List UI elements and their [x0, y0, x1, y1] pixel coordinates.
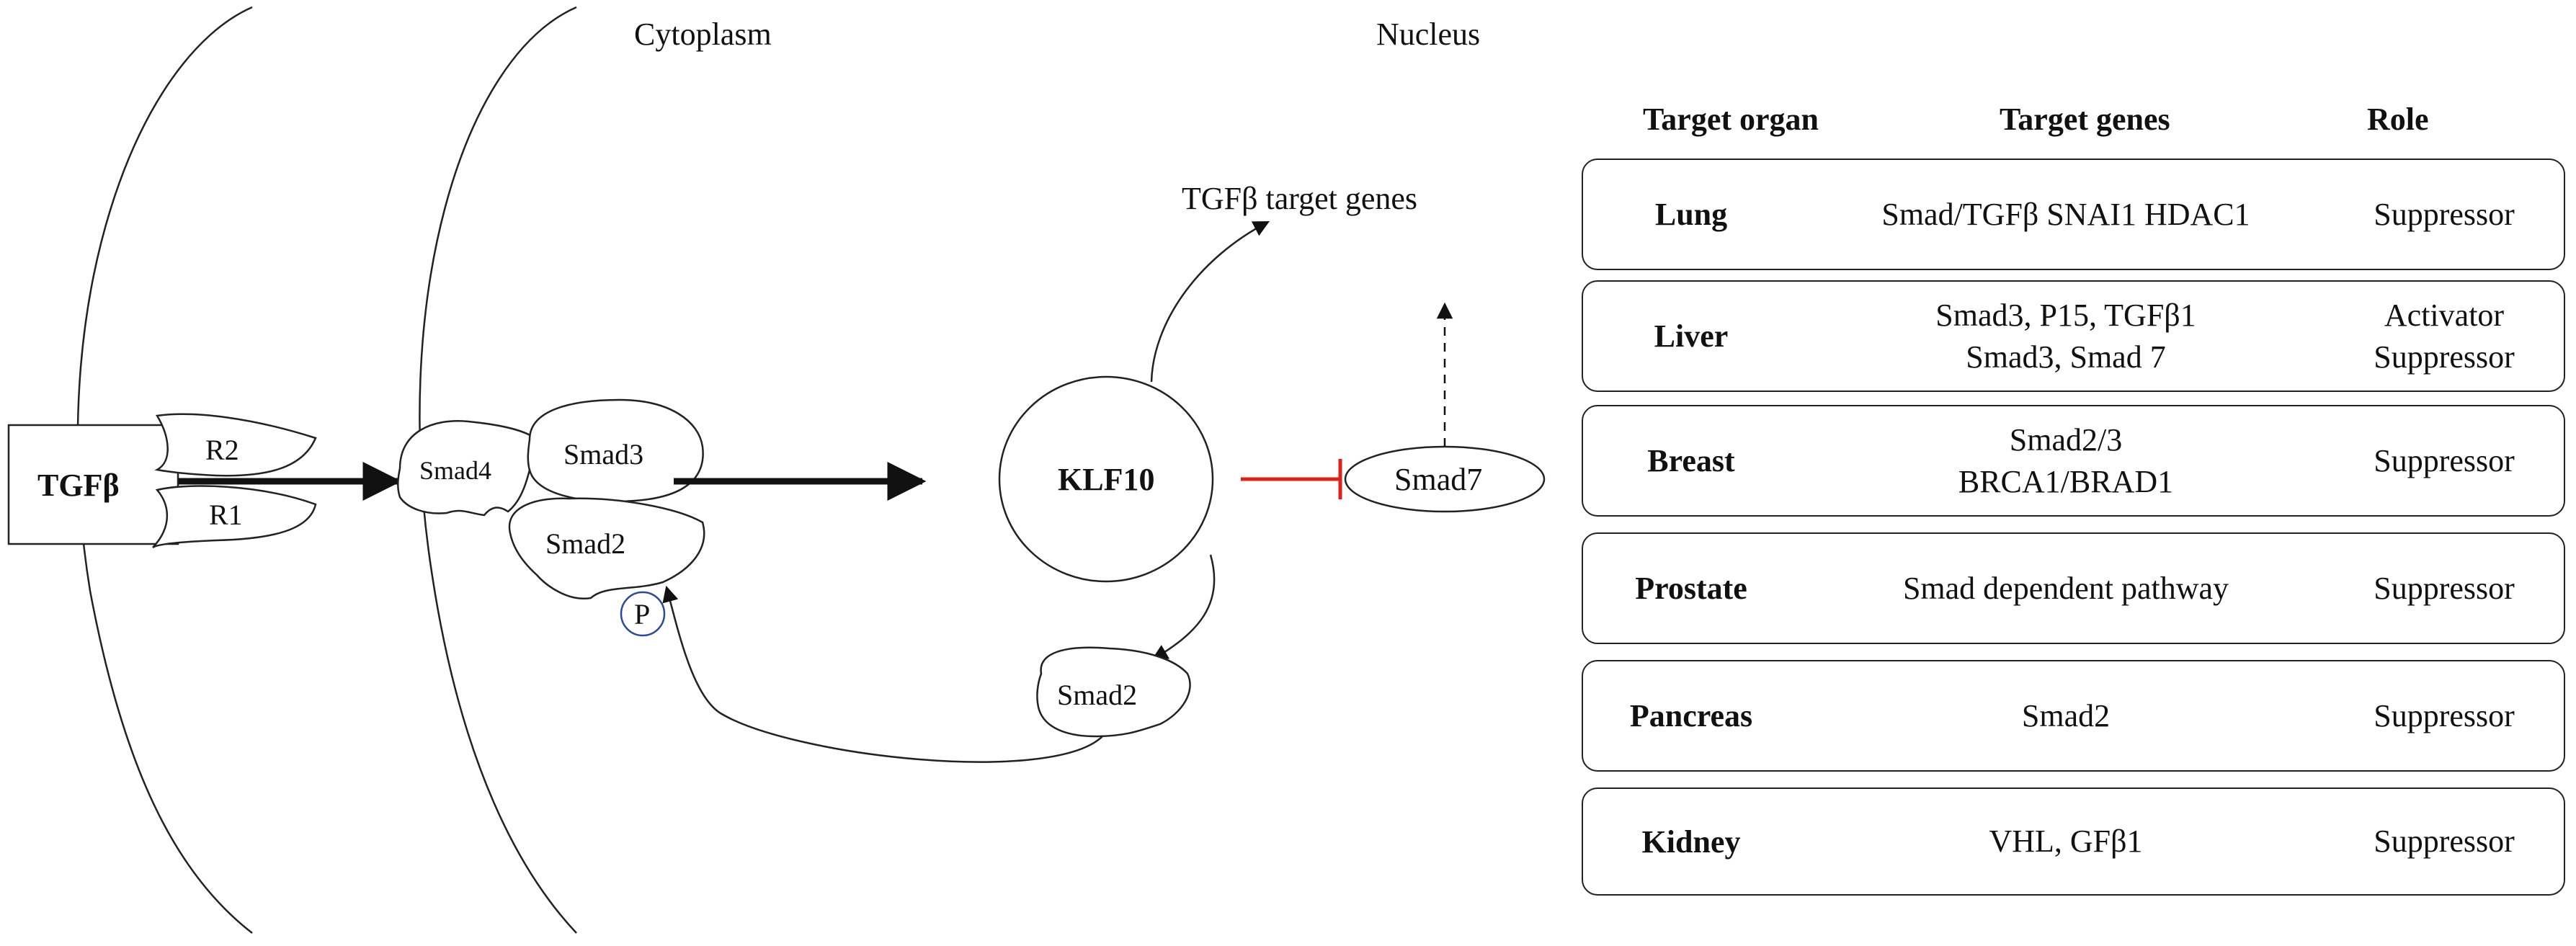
tgfb-ligand-label: TGFβ	[37, 468, 120, 503]
tgfb-target-genes-label: TGFβ target genes	[1182, 181, 1417, 216]
header-target-organ: Target organ	[1643, 102, 1819, 137]
row-role: Suppressor	[2325, 661, 2563, 770]
smad3-label: Smad3	[563, 438, 643, 470]
phospho-marker	[620, 591, 666, 637]
row-organ: Breast	[1647, 443, 1735, 478]
klf10-to-target-genes-arrow	[1150, 220, 1270, 383]
role-line: Suppressor	[2374, 570, 2515, 606]
table-row-breast: Breast Smad2/3 BRCA1/BRAD1 Suppressor	[1582, 405, 2565, 517]
phospho-label: P	[634, 598, 650, 630]
row-organ: Liver	[1654, 318, 1729, 354]
nucleus-label: Nucleus	[1376, 17, 1480, 52]
gene-line: Smad3, P15, TGFβ1	[1935, 297, 2196, 333]
receptor-r2-shape	[154, 413, 317, 477]
table-row-pancreas: Pancreas Smad2 Suppressor	[1582, 660, 2565, 772]
smad2-nuclear-label: Smad2	[1057, 679, 1137, 711]
smad2-label: Smad2	[545, 527, 625, 560]
table-header: Target organ Target genes Role	[1582, 94, 2565, 151]
gene-line: Smad dependent pathway	[1902, 570, 2229, 606]
tgfb-ligand-box	[7, 424, 179, 545]
row-organ: Lung	[1654, 197, 1728, 232]
smad7-label: Smad7	[1394, 462, 1482, 497]
receptor-r1-shape	[152, 485, 317, 549]
row-organ: Pancreas	[1629, 698, 1753, 733]
receptor-r2-label: R2	[205, 434, 239, 466]
smad4-label: Smad4	[419, 456, 491, 485]
gene-line: Smad3, Smad 7	[1966, 339, 2166, 375]
row-role: Suppressor	[2325, 406, 2563, 515]
receptor-r1-label: R1	[209, 499, 243, 531]
table-row-prostate: Prostate Smad dependent pathway Suppress…	[1582, 532, 2565, 644]
table-row-liver: Liver Smad3, P15, TGFβ1 Smad3, Smad 7 Ac…	[1582, 280, 2565, 392]
role-line: Suppressor	[2374, 824, 2515, 859]
role-line: Suppressor	[2374, 196, 2515, 232]
role-line: Suppressor	[2374, 339, 2515, 375]
row-genes: Smad2/3 BRCA1/BRAD1	[1792, 406, 2340, 515]
smad3-shape	[527, 398, 704, 503]
row-role: Suppressor	[2325, 534, 2563, 643]
row-genes: Smad3, P15, TGFβ1 Smad3, Smad 7	[1792, 282, 2340, 391]
gene-line: BRCA1/BRAD1	[1958, 463, 2174, 499]
table-row-kidney: Kidney VHL, GFβ1 Suppressor	[1582, 787, 2565, 896]
target-organ-table: Target organ Target genes Role Lung Smad…	[1582, 94, 2565, 896]
role-line: Suppressor	[2374, 442, 2515, 478]
tgfb-klf10-pathway-diagram: Cytoplasm Nucleus TGFβ R2 R1 Smad4 Smad3…	[7, 6, 1546, 934]
gene-line: VHL, GFβ1	[1989, 824, 2143, 859]
table-row-lung: Lung Smad/TGFβ SNAI1 HDAC1 Suppressor	[1582, 159, 2565, 270]
cytoplasm-label: Cytoplasm	[634, 17, 772, 52]
row-genes: VHL, GFβ1	[1792, 789, 2340, 894]
smad4-shape	[397, 420, 538, 517]
row-organ: Prostate	[1635, 571, 1747, 606]
smad2-nuclear-shape	[1036, 646, 1191, 738]
klf10-label: KLF10	[1058, 462, 1154, 497]
klf10-node	[998, 375, 1214, 583]
row-genes: Smad dependent pathway	[1792, 534, 2340, 643]
row-genes: Smad2	[1792, 661, 2340, 770]
row-organ: Kidney	[1641, 824, 1741, 860]
gene-line: Smad2/3	[2009, 421, 2123, 458]
row-role: Suppressor	[2325, 789, 2563, 894]
header-role: Role	[2367, 102, 2429, 137]
row-genes: Smad/TGFβ SNAI1 HDAC1	[1792, 160, 2340, 269]
header-target-genes: Target genes	[2000, 102, 2170, 137]
klf10-to-smad2-arrow	[1151, 554, 1216, 661]
role-line: Activator	[2384, 297, 2505, 333]
smad2-feedback-arrow	[662, 585, 1103, 763]
gene-line: Smad2	[2021, 697, 2111, 733]
gene-line: Smad/TGFβ SNAI1 HDAC1	[1881, 196, 2250, 232]
smad2-shape	[508, 497, 705, 600]
role-line: Suppressor	[2374, 697, 2515, 733]
row-role: Suppressor	[2325, 160, 2563, 269]
row-role: Activator Suppressor	[2325, 282, 2563, 391]
